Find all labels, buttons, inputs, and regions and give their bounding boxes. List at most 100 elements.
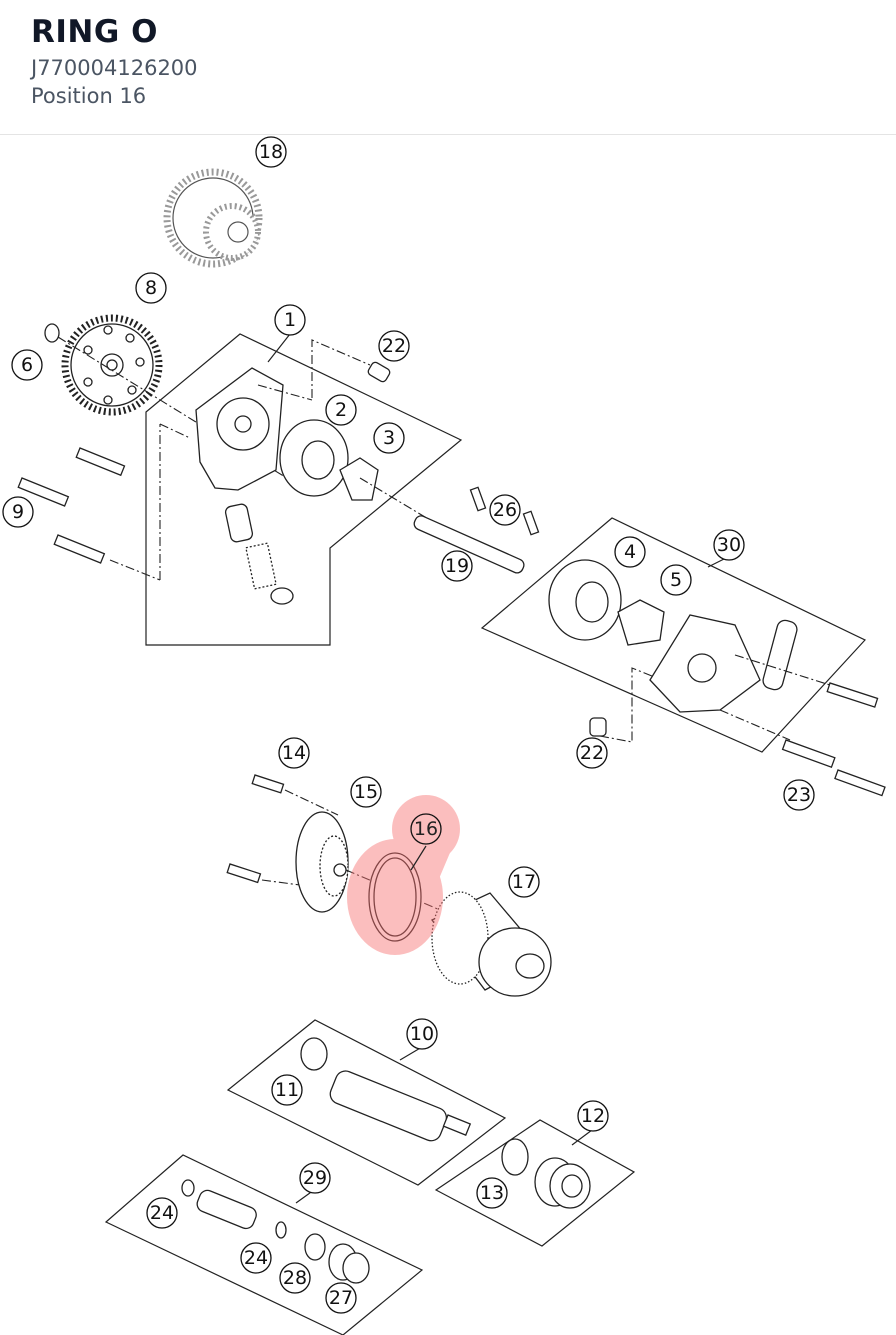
callout-12[interactable]: 12 (577, 1100, 609, 1132)
callout-23[interactable]: 23 (783, 779, 815, 811)
axis-line (359, 477, 431, 521)
part-number: J770004126200 (31, 56, 198, 80)
callout-13[interactable]: 13 (476, 1177, 508, 1209)
plug-part-12 (534, 1157, 591, 1209)
svg-text:22: 22 (580, 742, 604, 764)
bolt-part-23 (719, 654, 886, 797)
leader-line (267, 333, 291, 363)
bolt-part-14 (226, 774, 339, 886)
o-ring-part-24 (181, 1179, 195, 1197)
callout-22-top[interactable]: 22 (378, 330, 410, 362)
callout-1[interactable]: 1 (274, 304, 306, 336)
svg-text:19: 19 (445, 555, 469, 577)
o-ring-part-11 (300, 1037, 328, 1071)
callout-15[interactable]: 15 (350, 776, 382, 808)
svg-text:24: 24 (150, 1202, 174, 1224)
plug-part-27 (328, 1243, 370, 1284)
o-ring-part-24 (275, 1221, 287, 1239)
svg-text:2: 2 (335, 399, 347, 421)
callout-10[interactable]: 10 (406, 1018, 438, 1050)
callout-19[interactable]: 19 (441, 550, 473, 582)
svg-text:3: 3 (383, 427, 395, 449)
svg-text:8: 8 (145, 277, 157, 299)
rotor-part-2 (279, 419, 349, 497)
leader-line (571, 1129, 593, 1146)
filter-cover-part-15 (295, 811, 349, 913)
pump-cover-part (649, 614, 798, 713)
svg-text:9: 9 (12, 501, 24, 523)
callout-6[interactable]: 6 (11, 349, 43, 381)
relief-valve-parts (224, 503, 294, 605)
callout-29[interactable]: 29 (299, 1162, 331, 1194)
leader-line (410, 845, 427, 871)
pump-housing-part (195, 367, 284, 491)
svg-text:28: 28 (283, 1267, 307, 1289)
callout-22-bottom[interactable]: 22 (576, 737, 608, 769)
svg-text:27: 27 (329, 1287, 353, 1309)
svg-text:22: 22 (382, 335, 406, 357)
o-ring-part-28 (304, 1233, 326, 1261)
highlight-glow (347, 795, 460, 955)
callout-27[interactable]: 27 (325, 1282, 357, 1314)
svg-text:1: 1 (284, 309, 296, 331)
o-ring-inner-edge (373, 857, 417, 937)
callout-24-left[interactable]: 24 (146, 1197, 178, 1229)
assembly-frame-29 (104, 1154, 424, 1335)
callout-26[interactable]: 26 (489, 494, 521, 526)
dowel-part-22 (589, 717, 607, 737)
svg-text:29: 29 (303, 1167, 327, 1189)
assembly-frame-12 (434, 1119, 636, 1247)
callout-18[interactable]: 18 (255, 136, 287, 168)
svg-text:4: 4 (624, 541, 636, 563)
callout-14[interactable]: 14 (278, 737, 310, 769)
shaft-part-19 (413, 515, 525, 574)
axis-line (599, 667, 653, 743)
callout-17[interactable]: 17 (508, 866, 540, 898)
exploded-parts-diagram: 18 8 1 22 6 2 3 9 26 19 30 4 5 22 14 15 … (2, 136, 886, 1335)
assembly-frame-30 (480, 517, 866, 753)
svg-text:30: 30 (717, 534, 741, 556)
callout-9[interactable]: 9 (2, 496, 34, 528)
assembly-frame-10 (226, 1019, 507, 1186)
svg-text:10: 10 (410, 1023, 434, 1045)
oil-filter-part-17 (430, 891, 552, 997)
gear-part-18 (163, 168, 263, 268)
svg-text:17: 17 (512, 871, 536, 893)
pin-part-26 (469, 486, 487, 512)
svg-text:18: 18 (259, 141, 283, 163)
callout-11[interactable]: 11 (271, 1074, 303, 1106)
callout-28[interactable]: 28 (279, 1262, 311, 1294)
inner-rotor-part-5 (617, 599, 665, 646)
svg-text:26: 26 (493, 499, 517, 521)
callout-30[interactable]: 30 (713, 529, 745, 561)
valve-part-29 (196, 1189, 257, 1230)
svg-text:15: 15 (354, 781, 378, 803)
svg-text:5: 5 (670, 569, 682, 591)
svg-text:12: 12 (581, 1105, 605, 1127)
callout-24-right[interactable]: 24 (240, 1242, 272, 1274)
svg-text:6: 6 (21, 354, 33, 376)
callout-3[interactable]: 3 (373, 422, 405, 454)
callout-8[interactable]: 8 (135, 272, 167, 304)
svg-text:13: 13 (480, 1182, 504, 1204)
callout-4[interactable]: 4 (614, 536, 646, 568)
svg-text:23: 23 (787, 784, 811, 806)
bolt-part-9 (17, 423, 191, 581)
pin-part-26 (522, 510, 540, 536)
callout-16-highlighted[interactable]: 16 (410, 813, 442, 845)
assembly-frame-1 (145, 333, 463, 646)
part-title: RING O (31, 14, 158, 50)
svg-text:14: 14 (282, 742, 306, 764)
circlip-part-6 (44, 323, 60, 343)
callout-5[interactable]: 5 (660, 564, 692, 596)
part-header: RING O J770004126200 Position 16 (0, 0, 896, 135)
gear-part-8 (61, 314, 163, 416)
inner-rotor-part-3 (339, 457, 379, 501)
callout-2[interactable]: 2 (325, 394, 357, 426)
valve-part-10 (329, 1070, 472, 1142)
svg-text:24: 24 (244, 1247, 268, 1269)
part-position: Position 16 (31, 84, 147, 108)
dowel-part-22 (257, 339, 391, 401)
svg-text:11: 11 (275, 1079, 299, 1101)
rotor-part-4 (548, 559, 622, 641)
